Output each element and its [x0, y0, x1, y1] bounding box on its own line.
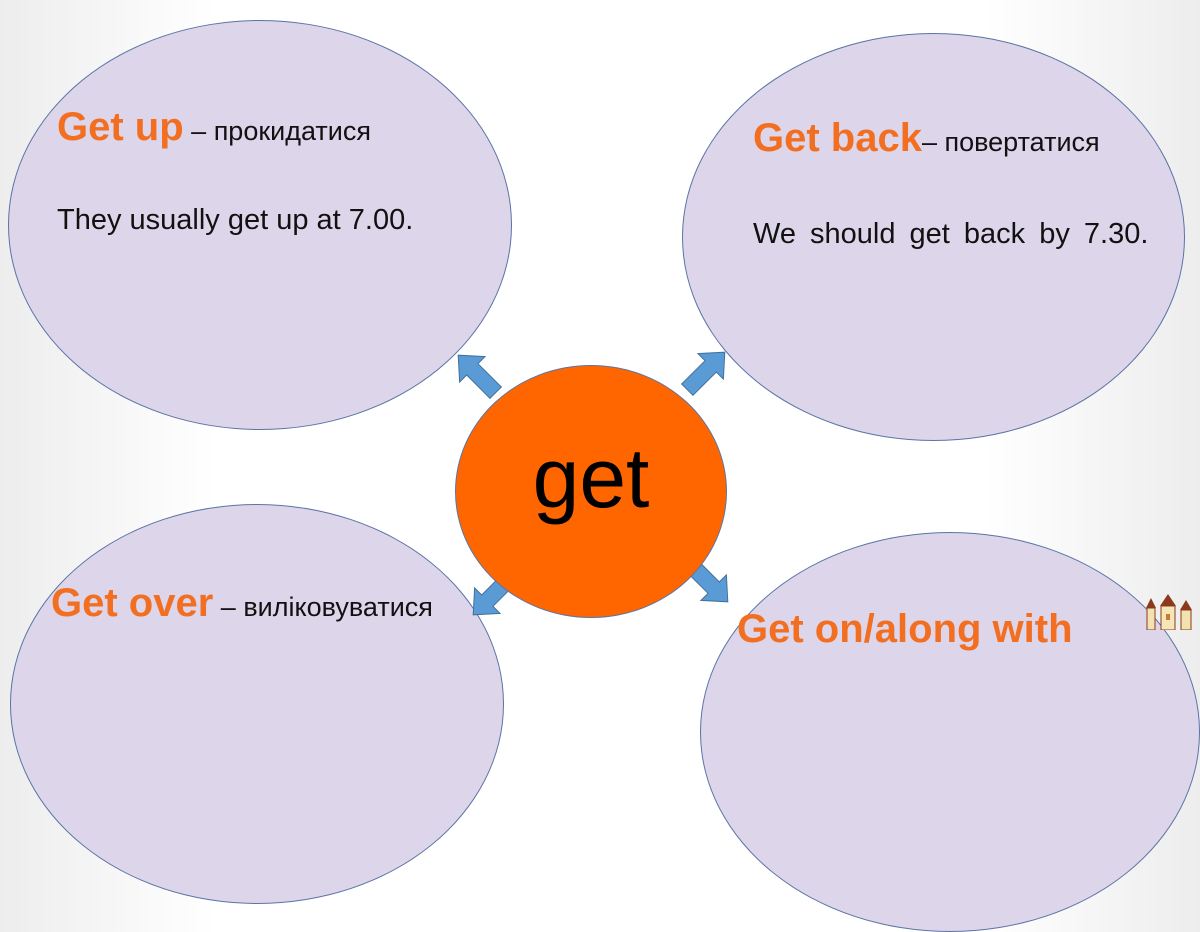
bubble-get-back: Get back– повертатися We should get back…	[682, 33, 1185, 441]
phrasal-verb-translation: – виліковуватися	[213, 592, 433, 622]
phrasal-verb-term: Get over	[51, 581, 214, 625]
arrow-up-right-icon	[680, 351, 726, 397]
center-word-circle: get	[455, 365, 727, 618]
center-word: get	[532, 430, 650, 525]
bubble-heading: Get over – виліковуватися	[51, 581, 433, 626]
phrasal-verb-translation: – повертатися	[921, 127, 1100, 157]
castle-icon	[1146, 594, 1192, 630]
phrasal-verb-translation: – прокидатися	[183, 116, 371, 146]
bubble-heading: Get up – прокидатися	[57, 105, 371, 150]
bubble-get-up: Get up – прокидатися They usually get up…	[8, 20, 512, 430]
example-sentence: We should get back by 7.30.	[753, 218, 1149, 250]
arrow-up-left-icon	[457, 354, 503, 400]
phrasal-verb-term: Get back	[753, 116, 922, 160]
example-sentence: They usually get up at 7.00.	[57, 204, 414, 236]
bubble-heading: Get back– повертатися	[753, 116, 1100, 161]
connector-arrows	[457, 351, 729, 616]
phrasal-verb-term: Get up	[57, 105, 184, 149]
